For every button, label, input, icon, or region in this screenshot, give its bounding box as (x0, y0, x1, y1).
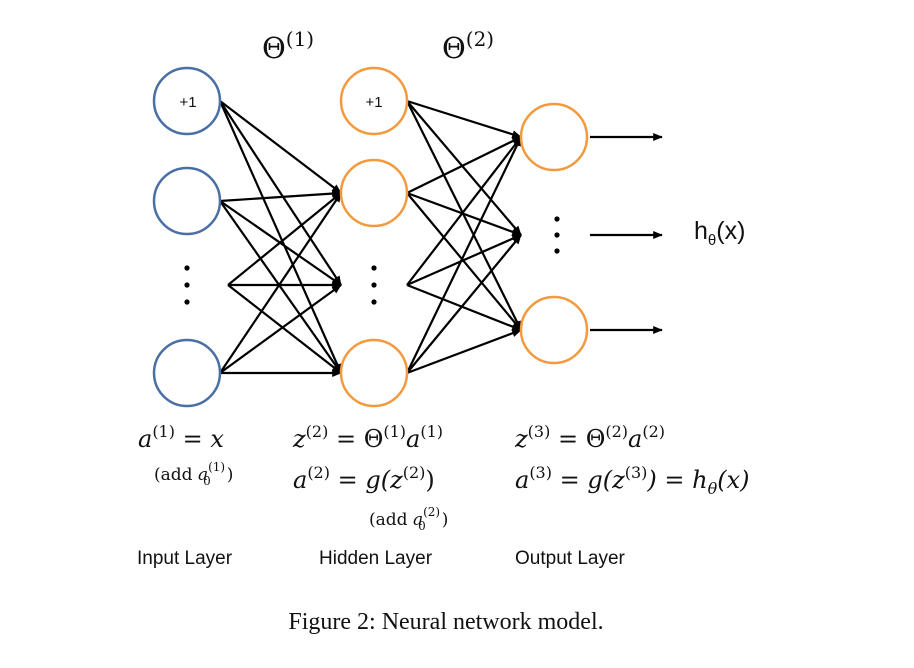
input-hidden-edge-0-1 (219, 100, 342, 286)
theta-1-label: Θ(1) (262, 27, 314, 65)
hidden-output-edge-0-1 (406, 100, 522, 236)
input-ellipsis (184, 265, 190, 305)
input-hidden-edge-1-2 (219, 200, 342, 374)
output-equation-line2: a(3) = g(z(3)) = hθ(x) (515, 463, 750, 498)
hidden-ellipsis (371, 265, 377, 305)
hidden-equation-line3: (add a(2)0) (369, 505, 448, 533)
hidden-bias-node (339, 66, 409, 136)
output-ellipsis (554, 216, 560, 254)
input-node-n (152, 338, 222, 408)
hidden-output-edge-0-0 (406, 99, 522, 139)
hidden-output-edge-0-2 (406, 100, 522, 331)
hidden-output-edge-2-1 (406, 233, 522, 287)
hidden-output-edge-2-2 (406, 283, 522, 332)
input-bias-label: +1 (179, 94, 196, 111)
hidden-equation-line2: a(2) = g(z(2)) (293, 463, 435, 494)
hidden-output-edge-3-0 (406, 136, 522, 374)
hidden-output-edge-2-0 (406, 136, 522, 286)
output-layer-label: Output Layer (515, 548, 626, 569)
hidden-equation-line1: z(2) = Θ(1)a(1) (292, 422, 443, 453)
hidden-output-edge-3-2 (406, 328, 522, 375)
hidden-output-edge-1-1 (406, 191, 522, 237)
input-equation-line1: a(1) = x (138, 422, 224, 453)
output-node-n (519, 295, 589, 365)
network-edges (218, 99, 522, 377)
input-hidden-edge-3-0 (219, 192, 342, 374)
output-node-1 (519, 102, 589, 172)
hidden-node-n (339, 338, 409, 408)
hidden-output-edge-3-1 (406, 234, 522, 374)
output-equation-line1: z(3) = Θ(2)a(2) (514, 422, 665, 453)
hidden-node-1 (339, 158, 409, 228)
figure-caption: Figure 2: Neural network model. (288, 609, 603, 635)
input-layer-label: Input Layer (137, 548, 233, 569)
input-bias-node (152, 66, 222, 136)
network-nodes (152, 66, 589, 408)
hidden-output-edge-1-2 (406, 192, 522, 331)
hidden-layer-label: Hidden Layer (319, 548, 433, 569)
input-node-1 (152, 166, 222, 236)
input-hidden-edge-2-0 (227, 192, 342, 286)
output-hypothesis-label: hθ(x) (694, 217, 745, 249)
input-equation-line2: (add a(1)0) (154, 460, 233, 488)
theta-2-label: Θ(2) (442, 27, 494, 65)
input-hidden-edge-1-0 (219, 189, 342, 203)
hidden-bias-label: +1 (365, 94, 382, 111)
input-hidden-edge-0-0 (219, 100, 342, 194)
output-arrows (590, 133, 663, 334)
input-hidden-edge-0-2 (218, 100, 343, 374)
hidden-output-edge-1-0 (406, 136, 522, 194)
input-hidden-edge-2-2 (227, 284, 342, 374)
input-hidden-edge-3-1 (219, 284, 342, 374)
